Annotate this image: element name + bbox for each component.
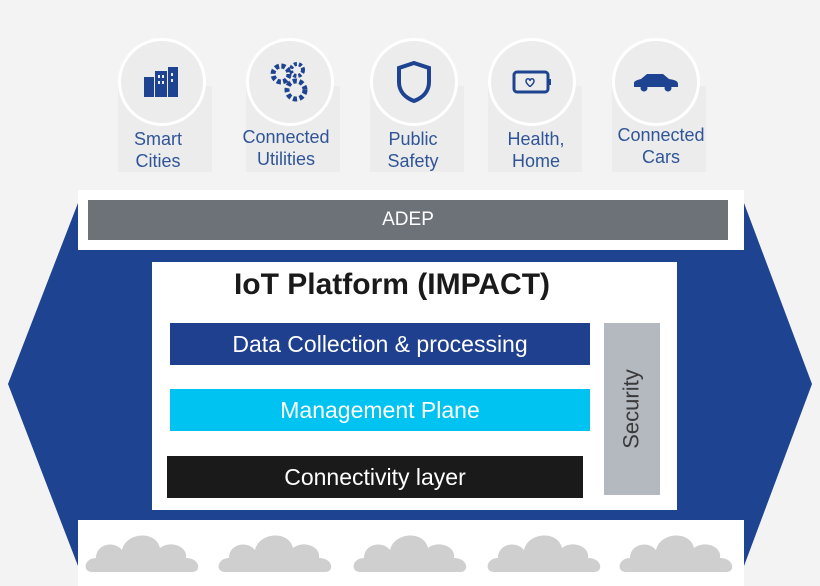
adep-bar: ADEP — [88, 200, 728, 240]
management-plane-layer: Management Plane — [170, 389, 590, 431]
use-case-label: Connected Cars — [617, 125, 705, 167]
gears-icon — [270, 62, 308, 102]
layer-label: Connectivity layer — [284, 463, 466, 490]
data-collection-layer: Data Collection & processing — [170, 323, 590, 365]
adep-label: ADEP — [382, 209, 434, 230]
security-bar: Security — [604, 323, 660, 495]
use-case-icon-circle — [488, 38, 576, 126]
cloud-icon — [85, 535, 199, 572]
cloud-icon — [218, 535, 332, 572]
use-case-label: Health, Home — [507, 129, 565, 171]
health-device-icon — [512, 70, 551, 94]
cloud-icon — [487, 535, 601, 572]
layer-label: Data Collection & processing — [232, 330, 528, 357]
city-buildings-icon — [144, 67, 178, 97]
use-case-label: Smart Cities — [133, 129, 182, 171]
use-case-icon-circle — [370, 38, 458, 126]
car-icon — [634, 74, 678, 92]
use-case-icon-circle — [246, 38, 334, 126]
layer-label: Management Plane — [280, 396, 480, 423]
use-case-icon-circle — [612, 38, 700, 126]
shield-icon — [397, 60, 431, 104]
platform-title: IoT Platform (IMPACT) — [233, 268, 551, 301]
cloud-icon — [619, 535, 733, 572]
use-case-label: Connected Utilities — [242, 127, 330, 169]
security-label: Security — [619, 369, 645, 449]
cloud-icon — [353, 535, 467, 572]
use-case-icon-circle — [118, 38, 206, 126]
use-case-label: Public Safety — [387, 129, 439, 171]
connectivity-layer: Connectivity layer — [167, 456, 583, 498]
